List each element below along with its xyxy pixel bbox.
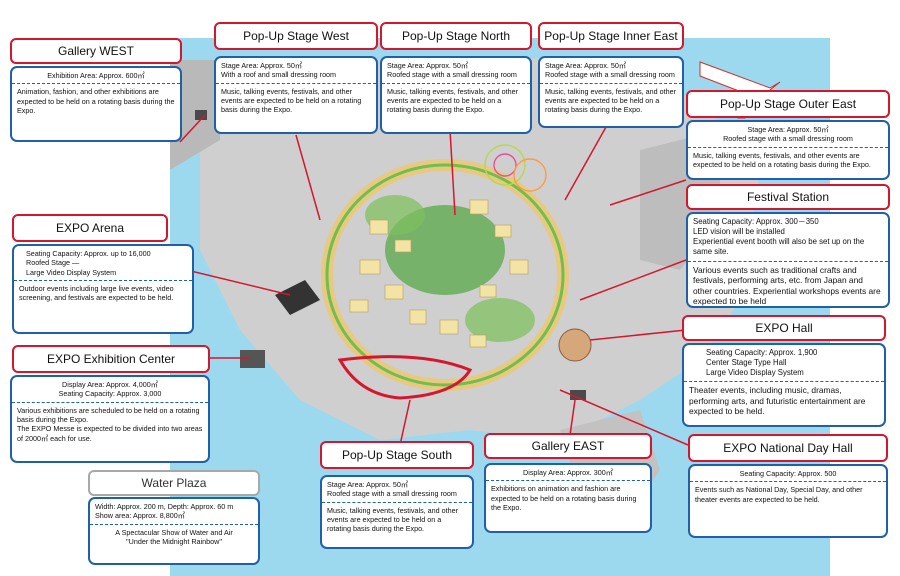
info-line: Show area: Approx. 8,800㎡ bbox=[95, 511, 185, 521]
expo-arena-building bbox=[275, 280, 320, 315]
description: "Under the Midnight Rainbow" bbox=[126, 537, 222, 547]
expo-national-day-hall-title: EXPO National Day Hall bbox=[688, 434, 888, 462]
info-line: Roofed Stage — bbox=[26, 258, 80, 268]
info-line: Seating Capacity: Approx. up to 16,000 bbox=[26, 249, 151, 258]
description: Outdoor events including large live even… bbox=[19, 284, 174, 303]
pop-up-stage-north-title: Pop-Up Stage North bbox=[380, 22, 532, 50]
gallery-west-building bbox=[195, 110, 207, 120]
description: A Spectacular Show of Water and Air bbox=[115, 527, 233, 537]
pop-up-stage-west-title: Pop-Up Stage West bbox=[214, 22, 378, 50]
info-line: Seating Capacity: Approx. 300－350 bbox=[693, 217, 819, 226]
description: Exhibitions on animation and fashion are… bbox=[491, 484, 637, 513]
description: Theater events, including music, dramas,… bbox=[689, 385, 866, 417]
info-line: Seating Capacity: Approx. 500 bbox=[739, 469, 837, 478]
gallery-west-info-box: Exhibition Area: Approx. 600㎡ Animation,… bbox=[10, 66, 182, 142]
grand-ring-green-rooftop bbox=[325, 163, 565, 387]
info-line: Roofed stage with a small dressing room bbox=[327, 489, 457, 499]
expo-national-day-hall-info-box: Seating Capacity: Approx. 500 Events suc… bbox=[688, 464, 888, 538]
info-line: Stage Area: Approx. 50㎡ bbox=[747, 125, 829, 134]
info-line: Seating Capacity: Approx. 1,900 bbox=[706, 348, 818, 357]
description: The EXPO Messe is expected to be divided… bbox=[17, 424, 203, 443]
description: Music, talking events, festivals, and ot… bbox=[327, 505, 459, 534]
description: Music, talking events, festivals, and ot… bbox=[387, 86, 519, 115]
info-line: Stage Area: Approx. 50㎡ bbox=[545, 61, 627, 70]
info-line: LED vision will be installed bbox=[693, 227, 785, 237]
expo-hall-title: EXPO Hall bbox=[682, 315, 886, 341]
water-plaza-highlight bbox=[337, 355, 473, 400]
info-line: With a roof and small dressing room bbox=[221, 70, 337, 80]
pop-up-stage-outer-east-title: Pop-Up Stage Outer East bbox=[686, 90, 890, 118]
info-line: Display Area: Approx. 4,000㎡ bbox=[62, 380, 158, 389]
info-line: Roofed stage with a small dressing room bbox=[387, 70, 517, 80]
water-plaza-title: Water Plaza bbox=[88, 470, 260, 496]
info-line: Display Area: Approx. 300㎡ bbox=[523, 468, 613, 477]
exhibition-center-building bbox=[240, 350, 265, 368]
info-line: Seating Capacity: Approx. 3,000 bbox=[58, 389, 162, 399]
gallery-east-info-box: Display Area: Approx. 300㎡ Exhibitions o… bbox=[484, 463, 652, 533]
callout-leader-lines bbox=[165, 114, 689, 446]
description: Various events such as traditional craft… bbox=[693, 264, 881, 307]
gallery-east-title: Gallery EAST bbox=[484, 433, 652, 459]
description: Events such as National Day, Special Day… bbox=[695, 485, 863, 504]
expo-exhibition-center-title: EXPO Exhibition Center bbox=[12, 345, 210, 373]
description: Music, talking events, festivals, and ot… bbox=[221, 86, 362, 115]
info-line: Stage Area: Approx. 50㎡ bbox=[221, 61, 303, 70]
description: Animation, fashion, and other exhibition… bbox=[17, 87, 175, 116]
pop-up-stage-inner-east-title: Pop-Up Stage Inner East bbox=[538, 22, 684, 50]
info-line: Roofed stage with a small dressing room bbox=[545, 70, 675, 80]
info-line: Stage Area: Approx. 50㎡ bbox=[327, 480, 409, 489]
info-line: Stage Area: Approx. 50㎡ bbox=[387, 61, 469, 70]
info-line: Width: Approx. 200 m, Depth: Approx. 60 … bbox=[95, 502, 234, 511]
gallery-west-title: Gallery WEST bbox=[10, 38, 182, 64]
info-line: Large Video Display System bbox=[26, 267, 117, 277]
info-line: Experiential event booth will also be se… bbox=[693, 237, 865, 257]
info-line: Large Video Display System bbox=[706, 368, 804, 378]
pop-up-stage-south-title: Pop-Up Stage South bbox=[320, 441, 474, 469]
expo-arena-title: EXPO Arena bbox=[12, 214, 168, 242]
info-line: Exhibition Area: Approx. 600㎡ bbox=[47, 71, 145, 80]
info-line: Center Stage Type Hall bbox=[706, 358, 787, 368]
expo-hall-building bbox=[558, 328, 592, 362]
festival-station-title: Festival Station bbox=[686, 184, 890, 210]
description: Various exhibitions are scheduled to be … bbox=[17, 405, 200, 425]
gallery-east-building bbox=[570, 390, 586, 400]
info-line: Roofed stage with a small dressing room bbox=[723, 134, 853, 144]
water-plaza-info-box: Width: Approx. 200 m, Depth: Approx. 60 … bbox=[88, 497, 260, 565]
description: Music, talking events, festivals, and ot… bbox=[545, 86, 677, 115]
description: Music, talking events, festivals, and ot… bbox=[693, 150, 871, 170]
pavilion-blocks bbox=[349, 199, 529, 348]
green-area bbox=[465, 298, 535, 342]
